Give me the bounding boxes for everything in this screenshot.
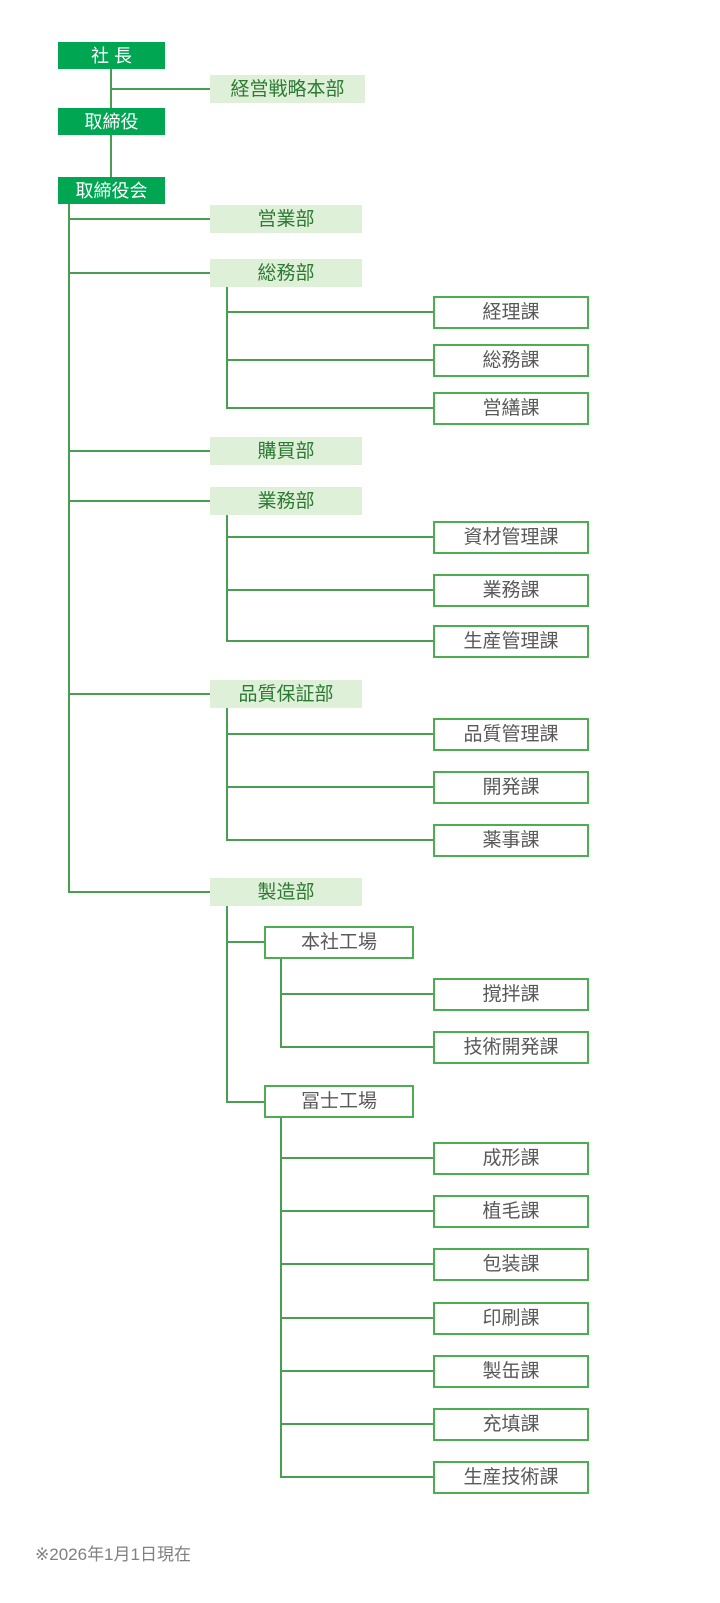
connector-branch-operations: [70, 500, 210, 502]
connector-mfg-honsha: [228, 941, 264, 943]
node-dept-operations: 業務部: [210, 487, 362, 515]
node-section-production-management: 生産管理課: [433, 625, 589, 658]
connector-qa-development: [228, 786, 433, 788]
connector-ga-accounting: [228, 311, 433, 313]
connector-branch-general-affairs: [70, 272, 210, 274]
node-dept-quality-assurance: 品質保証部: [210, 680, 362, 708]
node-section-operations: 業務課: [433, 574, 589, 607]
connector-main-trunk: [68, 204, 70, 893]
node-section-materials-management: 資材管理課: [433, 521, 589, 554]
connector-ga-general: [228, 359, 433, 361]
connector-branch-purchasing: [70, 450, 210, 452]
node-board: 取締役会: [58, 177, 165, 204]
connector-fuji-packaging: [282, 1263, 433, 1265]
connector-honsha-tech-dev: [282, 1046, 433, 1048]
connector-honsha-trunk: [280, 959, 282, 1048]
node-section-packaging: 包装課: [433, 1248, 589, 1281]
connector-ops-trunk: [226, 515, 228, 642]
node-section-maintenance: 営繕課: [433, 392, 589, 425]
node-section-filling: 充填課: [433, 1408, 589, 1441]
connector-qa-quality-control: [228, 733, 433, 735]
node-dept-general-affairs: 総務部: [210, 259, 362, 287]
connector-fuji-filling: [282, 1423, 433, 1425]
connector-branch-manufacturing: [70, 891, 210, 893]
node-section-tech-development: 技術開発課: [433, 1031, 589, 1064]
connector-ops-production-mgmt: [228, 640, 433, 642]
connector-ga-trunk: [226, 287, 228, 409]
connector-mfg-fuji: [228, 1101, 264, 1103]
node-director: 取締役: [58, 108, 165, 135]
connector-director-board: [110, 135, 112, 177]
connector-fuji-molding: [282, 1157, 433, 1159]
node-section-general-affairs: 総務課: [433, 344, 589, 377]
node-section-can-making: 製缶課: [433, 1355, 589, 1388]
connector-branch-sales: [70, 218, 210, 220]
node-factory-fuji: 冨士工場: [264, 1085, 414, 1118]
connector-fuji-production-eng: [282, 1476, 433, 1478]
connector-ops-materials: [228, 536, 433, 538]
node-section-pharmaceutical-affairs: 薬事課: [433, 824, 589, 857]
node-dept-sales: 営業部: [210, 205, 362, 233]
node-president: 社 長: [58, 42, 165, 69]
node-section-development: 開発課: [433, 771, 589, 804]
connector-fuji-can-making: [282, 1370, 433, 1372]
connector-fuji-flocking: [282, 1210, 433, 1212]
connector-fuji-printing: [282, 1317, 433, 1319]
node-section-quality-control: 品質管理課: [433, 718, 589, 751]
connector-mfg-trunk: [226, 906, 228, 1103]
connector-fuji-trunk: [280, 1118, 282, 1478]
node-dept-manufacturing: 製造部: [210, 878, 362, 906]
connector-strategy-hq: [112, 88, 210, 90]
node-dept-purchasing: 購買部: [210, 437, 362, 465]
connector-honsha-mixing: [282, 993, 433, 995]
connector-qa-trunk: [226, 708, 228, 841]
as-of-date-note: ※2026年1月1日現在: [35, 1545, 191, 1564]
node-section-accounting: 経理課: [433, 296, 589, 329]
node-section-printing: 印刷課: [433, 1302, 589, 1335]
connector-ga-maintenance: [228, 407, 433, 409]
node-factory-honsha: 本社工場: [264, 926, 414, 959]
connector-branch-quality-assurance: [70, 693, 210, 695]
connector-qa-pharma: [228, 839, 433, 841]
connector-ops-operations: [228, 589, 433, 591]
node-section-flocking: 植毛課: [433, 1195, 589, 1228]
node-section-production-engineering: 生産技術課: [433, 1461, 589, 1494]
connector-president-director: [110, 69, 112, 108]
node-strategy-hq: 経営戦略本部: [210, 75, 365, 103]
node-section-mixing: 撹拌課: [433, 978, 589, 1011]
node-section-molding: 成形課: [433, 1142, 589, 1175]
